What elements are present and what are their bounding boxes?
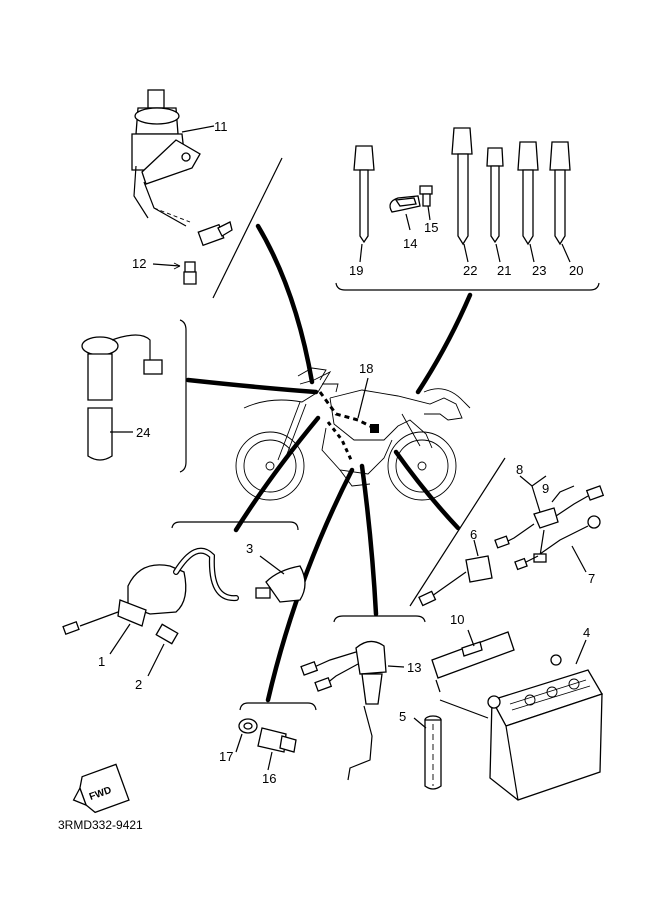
callout-9: 9 (542, 481, 549, 496)
leader-coil (233, 415, 321, 533)
screw-15 (419, 185, 433, 221)
switch-13 (300, 640, 405, 781)
cable-tie-20 (549, 141, 571, 263)
callout-17: 17 (219, 749, 233, 764)
motorcycle-outline (235, 367, 471, 501)
callout-20: 20 (569, 263, 583, 278)
callout-12: 12 (132, 256, 146, 271)
leader-wire-harness (393, 449, 461, 531)
callout-2: 2 (135, 677, 142, 692)
washer-17 (235, 718, 258, 753)
clamp-14 (389, 195, 421, 231)
callout-1: 1 (98, 654, 105, 669)
callout-21: 21 (497, 263, 511, 278)
cable-tie-22 (451, 127, 473, 263)
leader-switch-13 (359, 463, 379, 617)
ignition-coil-1 (62, 547, 239, 655)
wire-harness-8 (494, 475, 605, 563)
leader-18 (357, 377, 369, 419)
callout-14: 14 (403, 236, 417, 251)
harness-dashes-lower (326, 421, 354, 463)
leader-cable-ties (415, 292, 473, 395)
bracket-ignition-switch (212, 157, 283, 299)
callout-3: 3 (246, 541, 253, 556)
fwd-arrow-icon (72, 763, 130, 814)
callout-19: 19 (349, 263, 363, 278)
callout-13: 13 (407, 660, 421, 675)
cable-tie-23 (517, 141, 539, 263)
callout-8: 8 (516, 462, 523, 477)
callout-5: 5 (399, 709, 406, 724)
battery-holder-10 (431, 629, 515, 693)
connector-6 (418, 539, 493, 607)
bracket-coil (171, 521, 299, 531)
callout-6: 6 (470, 527, 477, 542)
lead-7 (514, 515, 601, 573)
bracket-wire-harness (409, 457, 506, 607)
sender-16 (257, 727, 297, 771)
plug-cap-3 (255, 555, 306, 603)
callout-23: 23 (532, 263, 546, 278)
bracket-sensor (179, 319, 187, 473)
sensor-24 (81, 334, 163, 461)
callout-22: 22 (463, 263, 477, 278)
callout-7: 7 (588, 571, 595, 586)
harness-marker-a (370, 424, 379, 433)
harness-dashes (318, 391, 375, 430)
bracket-cable-ties (335, 282, 600, 291)
callout-15: 15 (424, 220, 438, 235)
callout-11: 11 (214, 119, 228, 134)
callout-4: 4 (583, 625, 590, 640)
drawing-code: 3RMD332-9421 (58, 818, 143, 832)
bolt-12 (152, 261, 197, 285)
breather-tube-5 (413, 699, 489, 790)
callout-24: 24 (136, 425, 150, 440)
callout-16: 16 (262, 771, 276, 786)
battery-4 (487, 639, 603, 801)
callout-10: 10 (450, 612, 464, 627)
main-switch-11 (131, 89, 233, 247)
bolt-2 (147, 623, 179, 677)
leader-sensor (185, 377, 319, 395)
bracket-sender-16 (239, 702, 317, 711)
cable-tie-19 (353, 145, 375, 263)
bracket-switch-13 (333, 615, 426, 623)
cable-tie-21 (486, 147, 504, 263)
callout-18: 18 (359, 361, 373, 376)
leader-ignition-switch (255, 223, 315, 385)
